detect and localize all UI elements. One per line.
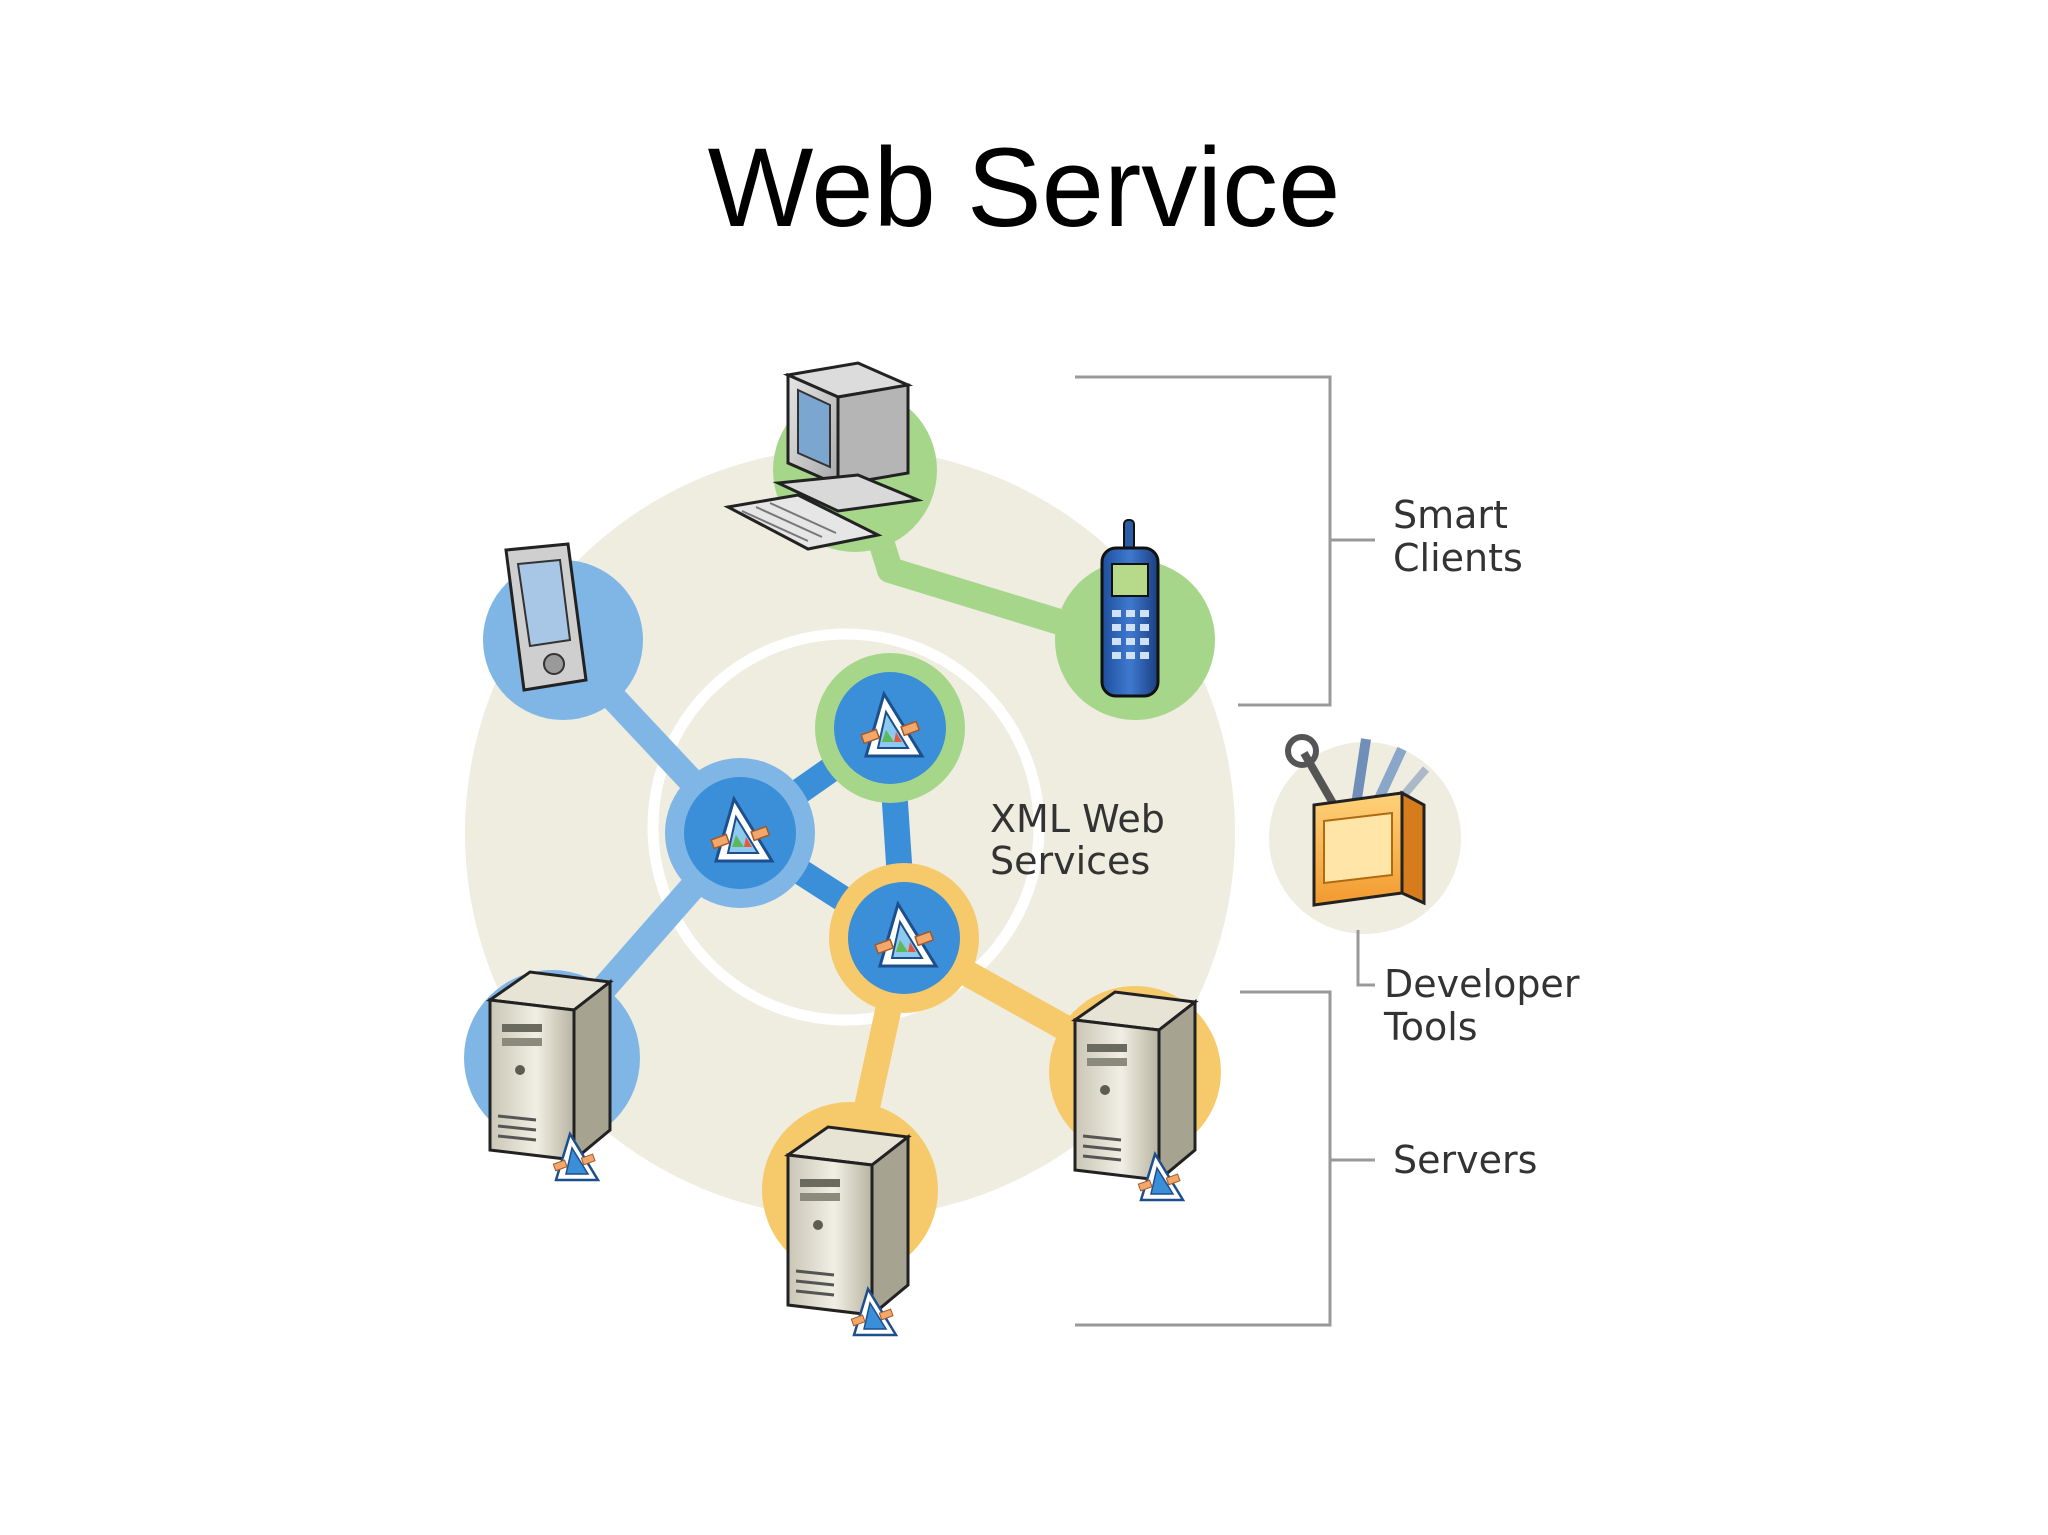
smart-clients-label-line-1: Smart [1393,493,1508,537]
mobile-phone-node[interactable] [1100,519,1160,698]
slide-title: Web Service [707,125,1341,250]
server-icon [1073,990,1197,1182]
developer-toolbox-node[interactable] [1285,734,1430,907]
desktop-computer-node[interactable] [723,361,924,551]
developer-tools-label-line-1: Developer [1384,962,1580,1006]
server-bottom-node[interactable] [786,1125,910,1337]
server-right-node[interactable] [1073,990,1197,1202]
smart-clients-bracket [1075,375,1375,707]
xml-web-services-label-line-2: Services [990,839,1150,883]
smart-clients-label-line-2: Clients [1393,536,1523,580]
smart-clients-label: Smart Clients [1393,493,1523,580]
servers-label-line-1: Servers [1393,1138,1537,1182]
servers-bracket [1075,990,1375,1327]
pda-node[interactable] [504,542,588,692]
inner-ring [647,628,1045,1026]
pda-icon [504,542,588,692]
mobile-phone-icon [1100,519,1160,698]
desktop-computer-icon [723,361,924,551]
server-left-node[interactable] [488,970,612,1182]
servers-label: Servers [1393,1138,1537,1182]
server-icon [488,970,612,1162]
developer-tools-label-line-2: Tools [1383,1005,1478,1049]
xml-web-services-label-line-1: XML Web [990,797,1165,841]
server-icon [786,1125,910,1317]
developer-tools-connector [1356,930,1375,987]
xml-web-services-label: XML Web Services [990,797,1177,883]
developer-tools-label: Developer Tools [1383,962,1592,1049]
xml-service-left-node[interactable] [665,758,815,908]
toolbox-icon [1285,734,1430,907]
xml-service-top-node[interactable] [815,653,965,803]
xml-service-bottom-node[interactable] [829,863,979,1013]
